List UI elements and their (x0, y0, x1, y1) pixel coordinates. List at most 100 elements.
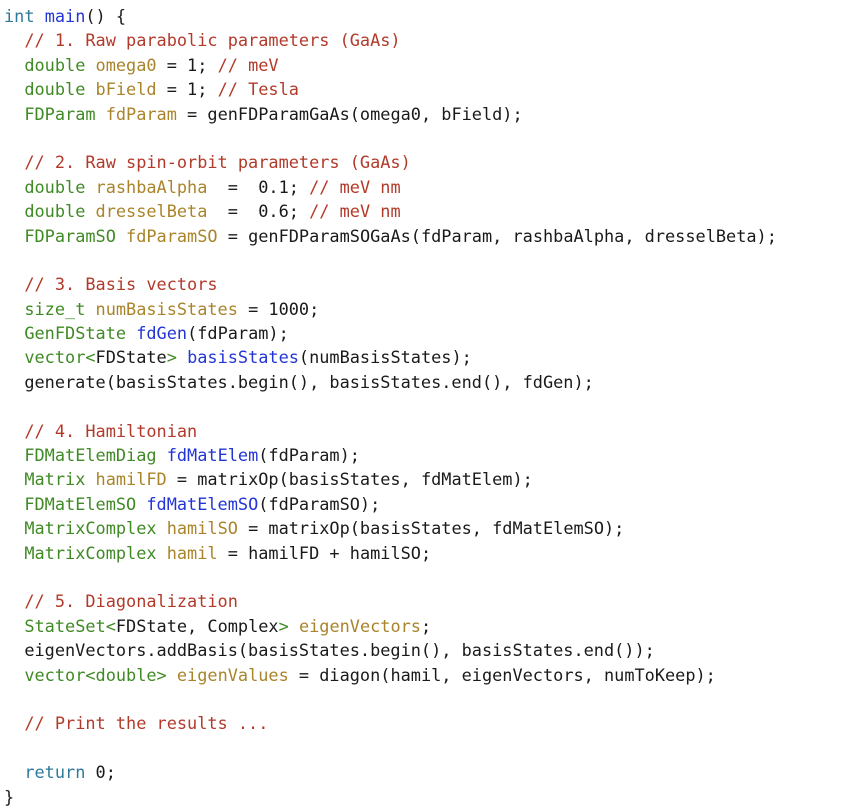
code-text: = hamilFD + hamilSO; (217, 542, 432, 563)
code-identifier: bField (95, 79, 157, 100)
code-line: return 0; (4, 760, 856, 784)
code-type: vector< (24, 347, 96, 368)
code-type: Matrix (24, 469, 86, 490)
code-type: double (24, 79, 86, 100)
code-line: // Print the results ... (4, 711, 856, 735)
code-text (4, 713, 24, 733)
code-text (85, 299, 95, 319)
code-type: FDParam (24, 103, 96, 124)
code-text (85, 177, 95, 197)
code-line: MatrixComplex hamilSO = matrixOp(basisSt… (4, 516, 856, 540)
code-comment: // Print the results ... (24, 713, 269, 734)
code-text (4, 665, 24, 685)
code-comment: // Tesla (217, 79, 299, 100)
code-text: = 1000; (237, 298, 320, 319)
code-identifier: fdParamSO (126, 225, 218, 246)
code-text: 0; (85, 762, 116, 783)
code-line (4, 687, 856, 711)
code-text: = genFDParamGaAs(omega0, bField); (176, 103, 523, 124)
code-identifier: fdParam (105, 103, 177, 124)
code-identifier: omega0 (95, 54, 157, 75)
code-text (4, 518, 24, 538)
code-text (85, 469, 95, 489)
code-line: size_t numBasisStates = 1000; (4, 297, 856, 321)
code-text (85, 55, 95, 75)
code-line (4, 394, 856, 418)
code-line: FDMatElemSO fdMatElemSO(fdParamSO); (4, 492, 856, 516)
code-text: FDState (95, 347, 167, 368)
code-text: = 0.1; (207, 176, 310, 197)
code-type: GenFDState (24, 323, 127, 344)
code-text: = 0.6; (207, 201, 310, 222)
code-line (4, 248, 856, 272)
code-text (4, 201, 24, 221)
code-type: FDMatElemSO (24, 493, 137, 514)
code-text (4, 323, 24, 343)
code-line: FDParam fdParam = genFDParamGaAs(omega0,… (4, 102, 856, 126)
code-keyword: int (4, 6, 35, 26)
code-type: size_t (24, 298, 86, 319)
code-comment: // meV nm (309, 201, 401, 222)
code-text (4, 177, 24, 197)
code-text: = diagon(hamil, eigenVectors, numToKeep)… (288, 664, 716, 685)
code-view: int main() { // 1. Raw parabolic paramet… (4, 6, 856, 807)
code-line: GenFDState fdGen(fdParam); (4, 321, 856, 345)
code-line: generate(basisStates.begin(), basisState… (4, 370, 856, 394)
code-function: fdMatElem (166, 445, 259, 466)
code-type: double (24, 54, 86, 75)
code-identifier: eigenVectors (298, 615, 421, 636)
code-type: StateSet< (24, 615, 116, 636)
code-comment: // 4. Hamiltonian (24, 420, 198, 441)
code-text: } (4, 786, 15, 807)
code-text: ; (420, 615, 432, 636)
code-line: eigenVectors.addBasis(basisStates.begin(… (4, 638, 856, 662)
code-text (157, 445, 167, 465)
code-text (4, 79, 24, 99)
code-type: > (278, 615, 289, 636)
code-line: StateSet<FDState, Complex> eigenVectors; (4, 614, 856, 638)
code-function: fdMatElemSO (146, 493, 259, 514)
code-text: = 1; (156, 54, 218, 75)
code-text (4, 591, 24, 611)
code-line: double bField = 1; // Tesla (4, 77, 856, 101)
code-line: double rashbaAlpha = 0.1; // meV nm (4, 175, 856, 199)
code-line: FDParamSO fdParamSO = genFDParamSOGaAs(f… (4, 224, 856, 248)
code-text (4, 762, 24, 782)
code-text (4, 104, 24, 124)
code-line: // 3. Basis vectors (4, 272, 856, 296)
code-text (4, 421, 24, 441)
code-text: generate(basisStates.begin(), basisState… (4, 371, 594, 392)
code-identifier: hamilFD (95, 469, 167, 490)
code-text (4, 226, 24, 246)
code-comment: // 1. Raw parabolic parameters (GaAs) (24, 30, 401, 51)
code-text: () { (85, 6, 127, 26)
code-text (157, 518, 167, 538)
code-type: MatrixComplex (24, 542, 157, 563)
code-text (4, 274, 24, 294)
code-function: fdGen (136, 323, 188, 344)
code-text: = matrixOp(basisStates, fdMatElem); (166, 469, 533, 490)
code-text (4, 445, 24, 465)
code-identifier: rashbaAlpha (95, 176, 208, 197)
code-line (4, 126, 856, 150)
code-text: (numBasisStates); (298, 347, 472, 368)
code-text (35, 6, 45, 26)
code-comment: // 5. Diagonalization (24, 591, 238, 612)
code-comment: // meV (217, 54, 279, 75)
code-text (85, 201, 95, 221)
code-text (157, 543, 167, 563)
code-identifier: dresselBeta (95, 201, 208, 222)
code-text (4, 55, 24, 75)
code-text (4, 347, 24, 367)
code-text (116, 226, 126, 246)
code-text (136, 494, 146, 514)
code-line: MatrixComplex hamil = hamilFD + hamilSO; (4, 541, 856, 565)
code-text: (fdParam); (258, 445, 360, 466)
code-text (96, 104, 106, 124)
code-text: = 1; (156, 79, 218, 100)
code-comment: // meV nm (309, 176, 401, 197)
code-text: eigenVectors.addBasis(basisStates.begin(… (4, 640, 655, 661)
code-line: vector<FDState> basisStates(numBasisStat… (4, 345, 856, 369)
code-line: } (4, 785, 856, 809)
code-type: vector<double> (24, 664, 167, 685)
